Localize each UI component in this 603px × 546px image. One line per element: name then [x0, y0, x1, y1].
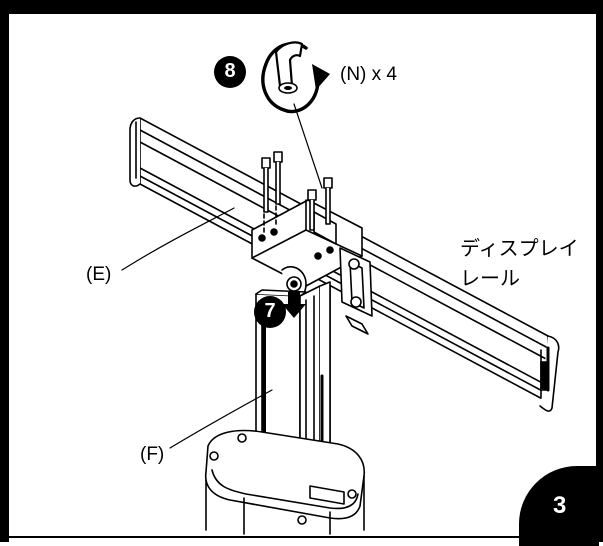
bottom-border: [9, 536, 596, 538]
top-border: [0, 0, 603, 14]
part-f-label: (F): [140, 444, 165, 465]
page-number: 3: [553, 492, 567, 519]
leader-f: [169, 389, 273, 449]
display-rail-label-line2: レール: [460, 268, 520, 290]
right-border: [596, 0, 603, 542]
clockwise-rotation-icon: [261, 41, 330, 114]
part-e-label: (E): [86, 264, 112, 285]
left-border: [0, 0, 9, 542]
display-rail-label-line1: ディスプレイ: [460, 238, 579, 260]
step7-marker: [254, 296, 286, 328]
leader-lines: [121, 103, 323, 449]
base: [204, 429, 365, 535]
step8-marker: [214, 56, 246, 88]
screw-quantity-label: (N) x 4: [340, 64, 397, 85]
leader-screw: [293, 103, 323, 189]
screws: [261, 151, 333, 233]
step8-number: 8: [224, 60, 236, 82]
step7-number: 7: [264, 300, 276, 322]
leader-e: [121, 207, 235, 271]
step7-arrow-icon: [282, 292, 306, 318]
